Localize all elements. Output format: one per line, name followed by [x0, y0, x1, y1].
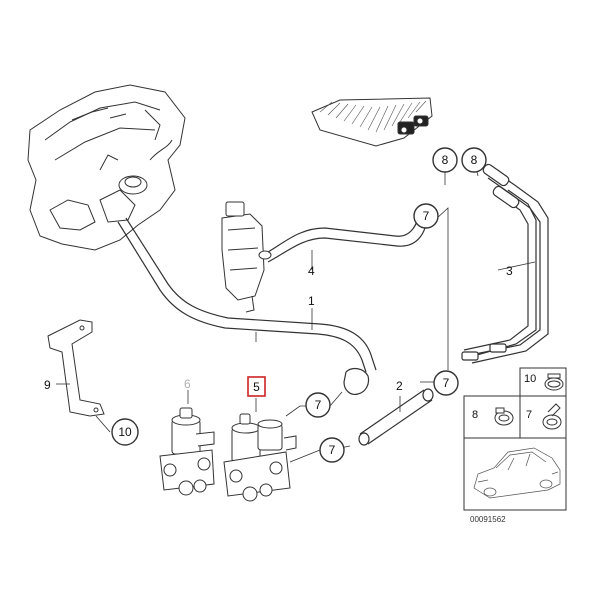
label-1: 1 — [308, 294, 315, 308]
heater-core-drawing — [311, 97, 433, 147]
label-4: 4 — [308, 264, 315, 278]
engine-block-drawing — [27, 84, 186, 251]
svg-text:7: 7 — [315, 398, 322, 412]
legend-label-8: 8 — [472, 409, 478, 421]
water-valve-5-drawing — [223, 413, 297, 502]
label-6: 6 — [184, 377, 191, 391]
label-3: 3 — [506, 264, 513, 278]
svg-text:5: 5 — [253, 380, 260, 394]
callout-7-right[interactable]: 7 — [433, 370, 459, 396]
diagram-code: 00091562 — [470, 515, 506, 524]
callout-8-right[interactable]: 8 — [461, 147, 487, 173]
legend-label-10: 10 — [524, 373, 536, 385]
hose-clamp-8-icon — [494, 407, 514, 426]
svg-text:8: 8 — [471, 153, 478, 167]
svg-text:7: 7 — [329, 443, 336, 457]
svg-text:7: 7 — [443, 376, 450, 390]
pipes-3-drawing — [461, 163, 549, 364]
callout-10[interactable]: 10 — [111, 418, 139, 446]
label-9: 9 — [44, 378, 51, 392]
label-2: 2 — [396, 379, 403, 393]
svg-text:10: 10 — [118, 425, 132, 439]
callout-8-left[interactable]: 8 — [432, 147, 458, 173]
callout-7-middle[interactable]: 7 — [305, 392, 331, 418]
callout-7-lower[interactable]: 7 — [319, 437, 345, 463]
bracket-9-drawing — [47, 319, 105, 417]
vehicle-silhouette-icon — [473, 447, 561, 499]
svg-text:8: 8 — [442, 153, 449, 167]
legend-box — [463, 367, 567, 511]
callout-7-top[interactable]: 7 — [413, 203, 439, 229]
part-5-highlight-box[interactable]: 5 — [247, 376, 266, 397]
svg-text:7: 7 — [423, 209, 430, 223]
hose-2-drawing — [358, 388, 434, 446]
hose-clamp-7-icon — [542, 403, 562, 430]
pipe-1-drawing — [117, 217, 377, 395]
hose-4-drawing — [267, 204, 430, 263]
legend-label-7: 7 — [526, 409, 532, 421]
hose-clamp-10-icon — [544, 373, 564, 391]
expansion-tank-drawing — [221, 201, 272, 313]
water-valve-6-drawing — [159, 407, 215, 496]
leader-lines — [56, 156, 536, 463]
